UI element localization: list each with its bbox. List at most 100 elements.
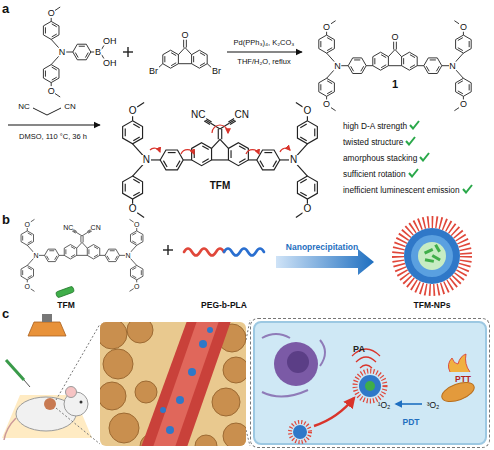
chemical-structures [366,65,373,66]
cell [254,322,486,444]
panel-letter: c [2,307,9,320]
tissue-vessel [140,322,232,446]
chemical-structures [207,64,211,68]
reaction-condition: THF/H₂O, reflux [237,58,290,66]
atom-label: NC [18,103,31,111]
property-item: sufficient rotation [343,170,406,178]
leader-line [56,324,100,400]
peg-pla-chain [184,249,224,256]
atom-label: N [334,61,342,70]
tissue-vessel [152,322,220,446]
plus-sign [123,47,173,255]
check-mark [408,168,419,178]
cell [359,375,381,397]
chemical-structures [394,41,397,49]
atom-label: O [133,221,139,228]
cell [293,425,307,439]
chemical-structures [204,118,236,139]
component-name: PEG-b-PLA [201,301,247,310]
atom-label: O [24,221,30,228]
rotation-arrow [280,148,290,152]
rotation-arrow [246,150,259,154]
tissue-vessel [135,381,157,403]
tissue-vessel [223,423,246,446]
mouse [28,322,66,336]
mouse [24,380,30,387]
cell [262,334,325,397]
atom-label: B [94,48,101,57]
chemical-structures [417,65,424,66]
atom-label: O [391,32,399,41]
tissue-vessel [100,322,127,349]
check-mark [420,153,429,161]
chemical-structures [59,255,64,256]
reaction-condition: DMSO, 110 °C, 36 h [19,133,87,141]
reaction-arrow [8,124,100,125]
cell [290,422,310,442]
peg-pla-chain [184,249,264,256]
check-mark [406,137,415,145]
atom-label: O [303,204,312,214]
atom-label: N [125,252,131,259]
tissue-vessel [166,426,174,434]
atom-label: Br [212,66,222,75]
nanoparticle [411,235,453,277]
cell [396,403,422,405]
plus-sign [167,245,168,255]
panel-letter: b [2,213,10,226]
chemical-structures [21,219,59,291]
chemical-structures [319,21,366,111]
tissue-vessel [100,382,126,410]
chemical-structures [64,242,100,259]
chemical-structures [72,229,92,242]
atom-label: O [459,100,467,109]
effect-label: PA [353,345,365,354]
atom-label: NC [190,110,205,120]
inset-box: PAPTT¹O₂³O₂PDT [250,318,490,448]
nanoparticle [434,244,441,252]
atom-label: N [142,155,150,165]
tissue-vessel [188,368,196,376]
tfm-rod [56,286,75,298]
cell [314,398,354,426]
tissue-vessel [109,413,139,443]
rotation-arrow [212,125,228,133]
chemical-structures [43,7,90,97]
mouse [42,314,52,322]
chemical-structures [257,102,318,217]
check-mark [462,184,473,194]
atom-label: OH [102,58,117,67]
chemical-structures [319,21,471,111]
reaction-condition: Pd(PPh₃)₄, K₂CO₃ [234,39,295,47]
tissue-vessel [160,327,213,434]
chemical-structures [248,159,256,160]
process-label: Nanoprecipitation [286,243,358,252]
nanoparticle [398,222,466,290]
atom-label: NC [63,224,74,231]
atom-label: CN [234,110,249,120]
tfm-rod [56,286,75,298]
nanoparticle [424,248,433,255]
atom-label: Br [149,66,159,75]
property-item: inefficient luminescent emission [343,186,460,194]
chemical-structures [21,7,471,291]
plus-sign [127,47,128,57]
atom-label: O [181,30,189,39]
leader-line [56,408,100,444]
tissue-vessel [212,388,240,416]
rotation-arrow [181,150,194,154]
check-mark [409,120,420,130]
mouse [66,387,77,398]
property-item: high D-A strength [343,122,407,130]
tissue-vessel [207,327,213,333]
chemical-structures [159,39,211,68]
atom-label: CN [90,224,101,231]
cell [274,342,318,386]
check-mark [405,136,416,146]
check-mark [410,121,419,129]
atom-label: O [128,106,137,116]
component-name: TFM [57,301,74,310]
tissue-vessel [127,322,153,343]
nanoparticle [398,222,466,290]
